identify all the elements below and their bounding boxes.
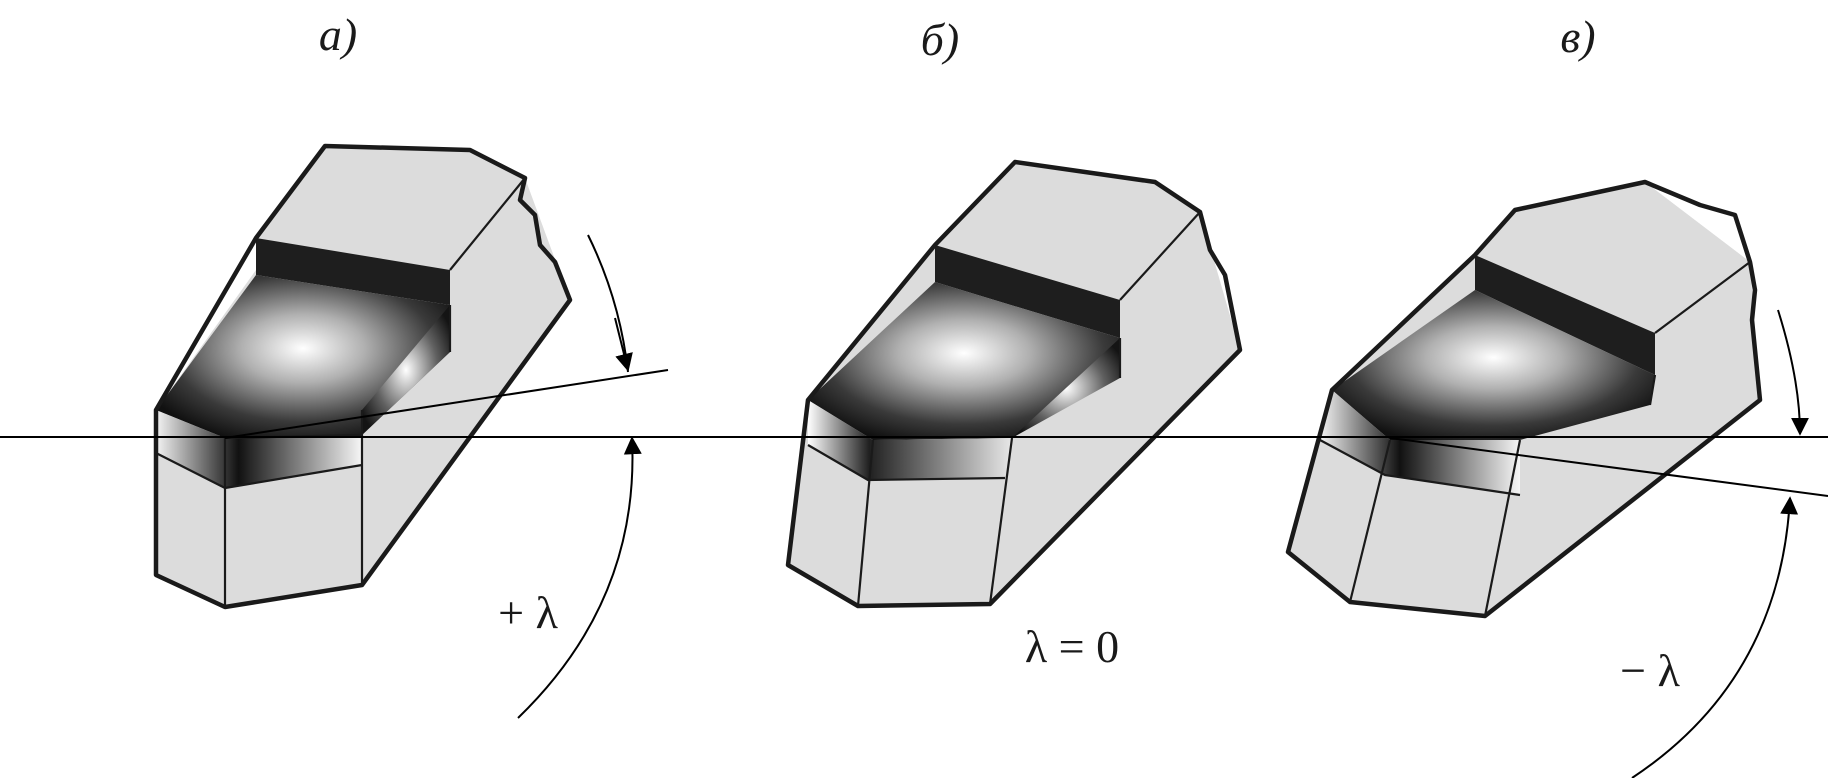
cutting-edge-line-v — [1389, 437, 1828, 497]
angle-arc-a — [587, 234, 629, 373]
angle-label-v: − λ — [1620, 645, 1680, 696]
cutting-edge-line-a — [224, 369, 669, 439]
panel-label-b: б) — [921, 14, 959, 65]
angle-arc-a-lower — [517, 436, 642, 719]
tool-v — [1285, 179, 1763, 619]
panel-label-a: а) — [319, 9, 357, 60]
tool-a — [153, 143, 573, 610]
angle-arc-v-upper — [1777, 309, 1809, 436]
angle-label-a: + λ — [498, 587, 558, 638]
tool-b — [785, 159, 1243, 609]
angle-arc-v-lower — [1631, 496, 1799, 778]
panel-label-v: в) — [1560, 11, 1595, 62]
angle-label-b: λ = 0 — [1025, 621, 1119, 672]
angle-arc-a-upper-arrow — [614, 317, 633, 372]
